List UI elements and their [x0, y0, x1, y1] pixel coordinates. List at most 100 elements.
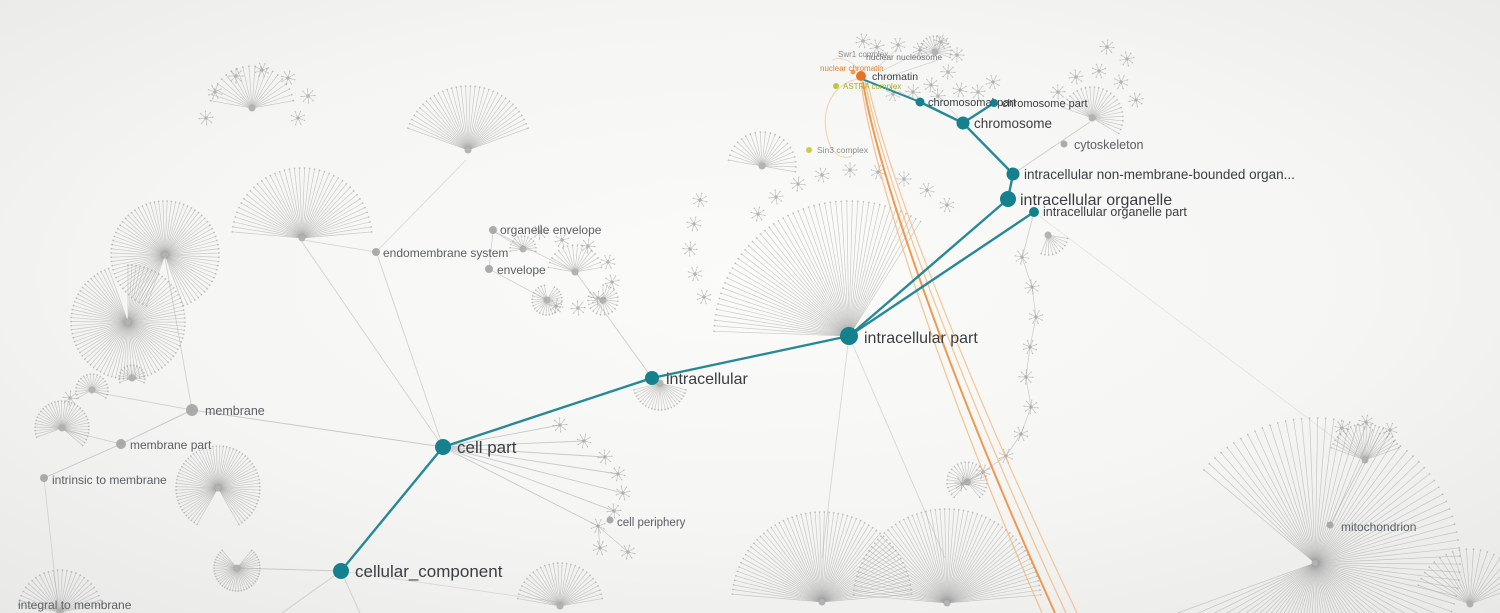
leaf-node-cluster[interactable]: [580, 238, 596, 254]
cluster-center-node[interactable]: [248, 104, 256, 112]
cluster-center-node[interactable]: [818, 598, 826, 606]
node-label-integral-to-membrane[interactable]: integral to membrane: [18, 598, 132, 612]
go-term-node-intracellular_nmb_organelle[interactable]: [1006, 167, 1020, 181]
node-label-chromosome[interactable]: chromosome: [974, 116, 1052, 131]
go-term-node-intracellular_organelle[interactable]: [1000, 191, 1016, 207]
leaf-node-cluster[interactable]: [1014, 249, 1030, 265]
collapsed-subtree-cluster[interactable]: [213, 549, 261, 592]
go-term-node-gray[interactable]: [1326, 521, 1334, 529]
leaf-node-cluster[interactable]: [576, 433, 592, 449]
leaf-node-cluster[interactable]: [930, 88, 946, 104]
leaf-node-cluster[interactable]: [1024, 279, 1040, 295]
leaf-node-cluster[interactable]: [940, 64, 956, 80]
collapsed-subtree-cluster[interactable]: [17, 569, 103, 613]
leaf-node-cluster[interactable]: [855, 33, 871, 49]
node-label-cell_part[interactable]: cell part: [457, 438, 517, 457]
cluster-center-node[interactable]: [943, 599, 951, 607]
node-label-intracellular_part[interactable]: intracellular part: [864, 330, 978, 347]
leaf-node-cluster[interactable]: [1128, 92, 1144, 108]
cluster-center-node[interactable]: [58, 424, 66, 432]
collapsed-subtree-cluster[interactable]: [531, 284, 563, 316]
cluster-center-node[interactable]: [1361, 456, 1369, 464]
leaf-node-cluster[interactable]: [896, 171, 912, 187]
collapsed-subtree-cluster[interactable]: [1417, 548, 1500, 608]
leaf-node-cluster[interactable]: [975, 464, 991, 480]
cluster-center-node[interactable]: [758, 162, 766, 170]
cluster-center-node[interactable]: [931, 48, 939, 56]
leaf-node-cluster[interactable]: [1023, 399, 1039, 415]
leaf-node-cluster[interactable]: [686, 216, 702, 232]
cluster-center-node[interactable]: [1044, 231, 1052, 239]
leaf-node-cluster[interactable]: [1013, 426, 1029, 442]
node-label-intracellular_organelle_part[interactable]: intracellular organelle part: [1043, 205, 1187, 219]
leaf-node-cluster[interactable]: [570, 300, 586, 316]
go-term-node-gray[interactable]: [116, 439, 126, 449]
leaf-node-cluster[interactable]: [1050, 84, 1066, 100]
collapsed-subtree-cluster[interactable]: [1061, 86, 1124, 135]
node-label-endomembrane-system[interactable]: endomembrane system: [383, 246, 508, 260]
leaf-node-cluster[interactable]: [62, 390, 78, 406]
node-label-cell-periphery[interactable]: cell periphery: [617, 517, 686, 529]
leaf-node-cluster[interactable]: [554, 232, 570, 248]
leaf-node-cluster[interactable]: [1334, 420, 1350, 436]
leaf-node-cluster[interactable]: [207, 84, 223, 100]
leaf-node-cluster[interactable]: [985, 74, 1001, 90]
cluster-center-node[interactable]: [656, 379, 664, 387]
leaf-node-cluster[interactable]: [1022, 339, 1038, 355]
tiny-label-swr1-complex[interactable]: Swr1 complex: [838, 50, 888, 59]
go-term-node-intracellular_organelle_part[interactable]: [1029, 207, 1039, 217]
leaf-node-cluster[interactable]: [615, 485, 631, 501]
go-term-node-intracellular[interactable]: [645, 371, 659, 385]
leaf-node-cluster[interactable]: [1382, 422, 1398, 438]
cluster-center-node[interactable]: [161, 251, 169, 259]
tiny-label-astra-complex[interactable]: ASTRA complex: [843, 82, 901, 91]
go-term-node-cellular_component[interactable]: [333, 563, 349, 579]
leaf-node-cluster[interactable]: [590, 518, 606, 534]
leaf-node-cluster[interactable]: [687, 266, 703, 282]
leaf-node-cluster[interactable]: [600, 254, 616, 270]
go-term-node-cell_part[interactable]: [435, 439, 451, 455]
tiny-label-nuclear-chromatin[interactable]: nuclear chromatin: [820, 64, 884, 73]
node-label-organelle-envelope[interactable]: organelle envelope: [500, 223, 602, 237]
leaf-node-cluster[interactable]: [592, 540, 608, 556]
cluster-center-node[interactable]: [556, 602, 564, 610]
leaf-node-cluster[interactable]: [280, 70, 296, 86]
collapsed-subtree-cluster[interactable]: [918, 35, 952, 59]
leaf-node-cluster[interactable]: [768, 189, 784, 205]
collapsed-subtree-cluster[interactable]: [406, 85, 530, 154]
leaf-node-cluster[interactable]: [790, 176, 806, 192]
go-term-node-gray[interactable]: [606, 516, 614, 524]
collapsed-subtree-cluster[interactable]: [118, 364, 146, 384]
go-term-node-gray[interactable]: [485, 265, 493, 273]
leaf-node-cluster[interactable]: [290, 110, 306, 126]
go-term-node-gray[interactable]: [40, 474, 48, 482]
nuclear-chromatin-node[interactable]: [850, 69, 856, 75]
node-label-membrane-part[interactable]: membrane part: [130, 438, 212, 452]
collapsed-subtree-cluster[interactable]: [70, 264, 186, 380]
collapsed-subtree-cluster[interactable]: [516, 562, 604, 610]
leaf-node-cluster[interactable]: [954, 476, 970, 492]
leaf-node-cluster[interactable]: [1068, 69, 1084, 85]
leaf-node-cluster[interactable]: [1119, 51, 1135, 67]
go-term-node-gray[interactable]: [186, 404, 198, 416]
cluster-center-node[interactable]: [519, 245, 527, 253]
cluster-center-node[interactable]: [298, 234, 306, 242]
collapsed-subtree-cluster[interactable]: [75, 373, 109, 399]
collapsed-subtree-cluster[interactable]: [1177, 417, 1461, 613]
astra-complex-node[interactable]: [833, 83, 839, 89]
leaf-node-cluster[interactable]: [919, 182, 935, 198]
node-label-intracellular_organelle[interactable]: intracellular organelle: [1020, 192, 1172, 209]
leaf-node-cluster[interactable]: [604, 274, 620, 290]
cluster-center-node[interactable]: [88, 386, 96, 394]
leaf-node-cluster[interactable]: [548, 298, 564, 314]
sin3-complex-node[interactable]: [806, 147, 812, 153]
node-label-chromosome_part[interactable]: chromosome part: [1002, 98, 1088, 110]
chromatin-node[interactable]: [856, 71, 866, 81]
collapsed-subtree-cluster[interactable]: [209, 65, 295, 112]
cluster-center-node[interactable]: [464, 146, 472, 154]
collapsed-subtree-cluster[interactable]: [547, 244, 603, 276]
cluster-center-node[interactable]: [124, 318, 132, 326]
cluster-center-node[interactable]: [543, 296, 551, 304]
